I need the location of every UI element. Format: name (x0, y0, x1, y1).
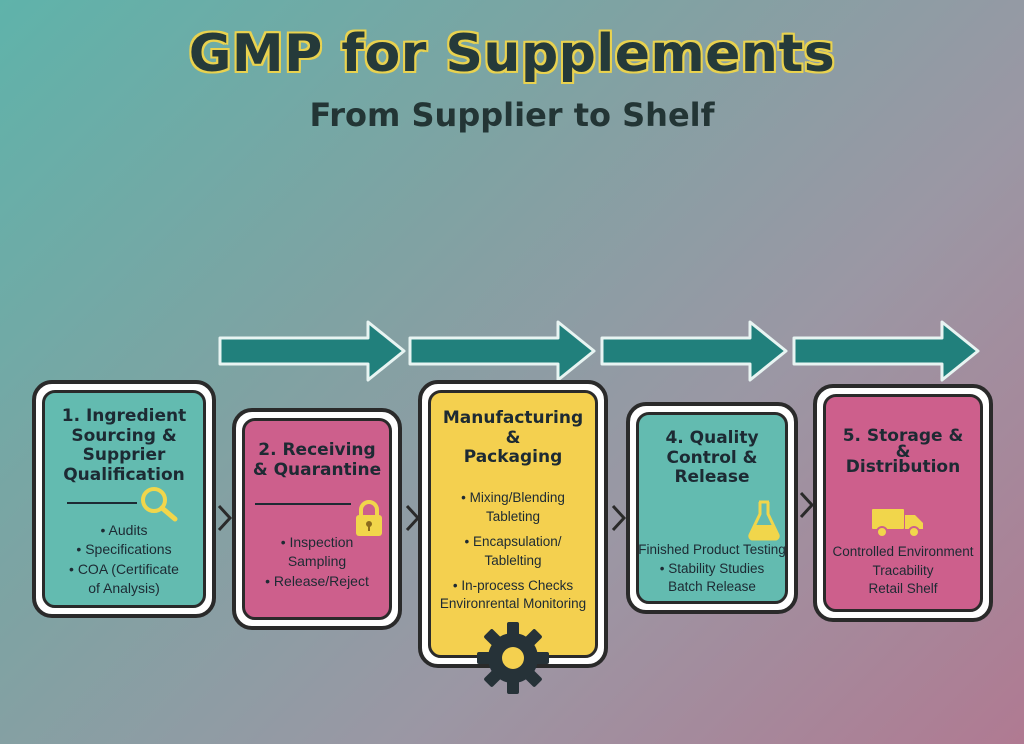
step-title-line: & Quarantine (252, 459, 382, 480)
step-title-distribution: 5. Storage & & Distribution (826, 397, 980, 478)
step-card-sourcing: 1. Ingredient Sourcing & Supprier Qualif… (32, 380, 216, 618)
diagram-subtitle: From Supplier to Shelf (309, 96, 715, 134)
step-card-quality-body: 4. Quality Control & Release Finished Pr… (636, 412, 788, 604)
step-title-line: & (895, 441, 911, 462)
bullet-item: • COA (Certificate (69, 560, 179, 577)
bullet-item: • Inspection (280, 534, 354, 550)
step-card-quality: 4. Quality Control & Release Finished Pr… (626, 402, 798, 614)
bullet-item: • Release/Reject (265, 572, 369, 589)
bullet-item: Finished Product Testing (638, 542, 786, 557)
step-bullets-sourcing: • Audits • Specifications • COA (Certifi… (45, 521, 203, 598)
bullet-item: of Analysis) (88, 579, 160, 596)
bullet-item: Tablelting (484, 552, 542, 568)
step-title-line: 1. Ingredient (61, 406, 187, 426)
chevron-connector-1 (217, 504, 233, 532)
step-card-receiving: 2. Receiving & Quarantine • Inspection S… (232, 408, 402, 630)
padlock-icon (356, 500, 382, 536)
step-card-sourcing-body: 1. Ingredient Sourcing & Supprier Qualif… (42, 390, 206, 608)
step-card-distribution-body: 5. Storage & & Distribution Controlled E… (823, 394, 983, 612)
truck-icon (872, 509, 923, 538)
step-title-line: Manufacturing (442, 408, 584, 428)
bullet-item: • Audits (100, 522, 148, 538)
chevron-connector-3 (611, 504, 627, 532)
step-title-line: Release (674, 467, 750, 488)
diagram-title: GMP for Supplements (188, 24, 836, 84)
step-title-sourcing: 1. Ingredient Sourcing & Supprier Qualif… (45, 393, 203, 485)
bullet-item: Tracability (872, 562, 934, 578)
step-title-line: 5. Storage & (842, 426, 964, 446)
step-title-line: Packaging (463, 447, 563, 468)
step-bullets-quality: Finished Product Testing • Stability Stu… (631, 541, 793, 597)
chevron-connector-4 (799, 491, 815, 519)
step-card-receiving-body: 2. Receiving & Quarantine • Inspection S… (242, 418, 392, 620)
bullet-item: Environrental Monitoring (439, 596, 587, 612)
bullet-item: • Encapsulation/ (464, 533, 562, 549)
step-bullets-distribution: Controlled Environment Tracability Retai… (820, 543, 986, 599)
bullet-item: Batch Release (668, 579, 756, 595)
step-bullets-manufacturing: • Mixing/Blending Tableting • Encapsulat… (427, 489, 599, 614)
step-title-manufacturing: Manufacturing & Packaging (431, 393, 595, 468)
step-title-line: 2. Receiving (258, 440, 376, 460)
flow-arrow-2 (408, 320, 596, 382)
step-title-line: 4. Quality (665, 428, 759, 448)
bullet-item: • Mixing/Blending (461, 490, 565, 505)
step-divider (67, 502, 137, 504)
step-title-receiving: 2. Receiving & Quarantine (245, 421, 389, 480)
bullet-item: • Stability Studies (659, 560, 765, 576)
step-title-line: Supprier (82, 445, 166, 466)
step-card-manufacturing: Manufacturing & Packaging • Mixing/Blend… (418, 380, 608, 668)
step-title-line: Qualification (63, 464, 185, 485)
flask-icon (748, 500, 780, 541)
bullet-item: Retail Shelf (868, 581, 938, 597)
step-bullets-receiving: • Inspection Sampling • Release/Reject (245, 533, 389, 591)
bullet-item: Sampling (287, 553, 347, 570)
step-title-line: Distribution (845, 457, 961, 478)
flow-arrow-4 (792, 320, 980, 382)
bullet-item: Tableting (485, 508, 541, 524)
gear-icon (477, 622, 549, 694)
magnifier-icon (141, 487, 178, 522)
step-title-line: & (505, 427, 521, 448)
bullet-item: Controlled Environment (832, 544, 974, 559)
step-title-quality: 4. Quality Control & Release (639, 415, 785, 488)
bullet-item: • In-process Checks (452, 577, 574, 593)
flow-arrow-1 (218, 320, 406, 382)
bullet-item: • Specifications (76, 541, 172, 558)
flow-arrow-3 (600, 320, 788, 382)
step-card-distribution: 5. Storage & & Distribution Controlled E… (813, 384, 993, 622)
step-title-line: Sourcing & (71, 425, 177, 446)
step-card-manufacturing-body: Manufacturing & Packaging • Mixing/Blend… (428, 390, 598, 658)
step-title-line: Control & (666, 447, 758, 468)
step-divider (255, 503, 351, 505)
